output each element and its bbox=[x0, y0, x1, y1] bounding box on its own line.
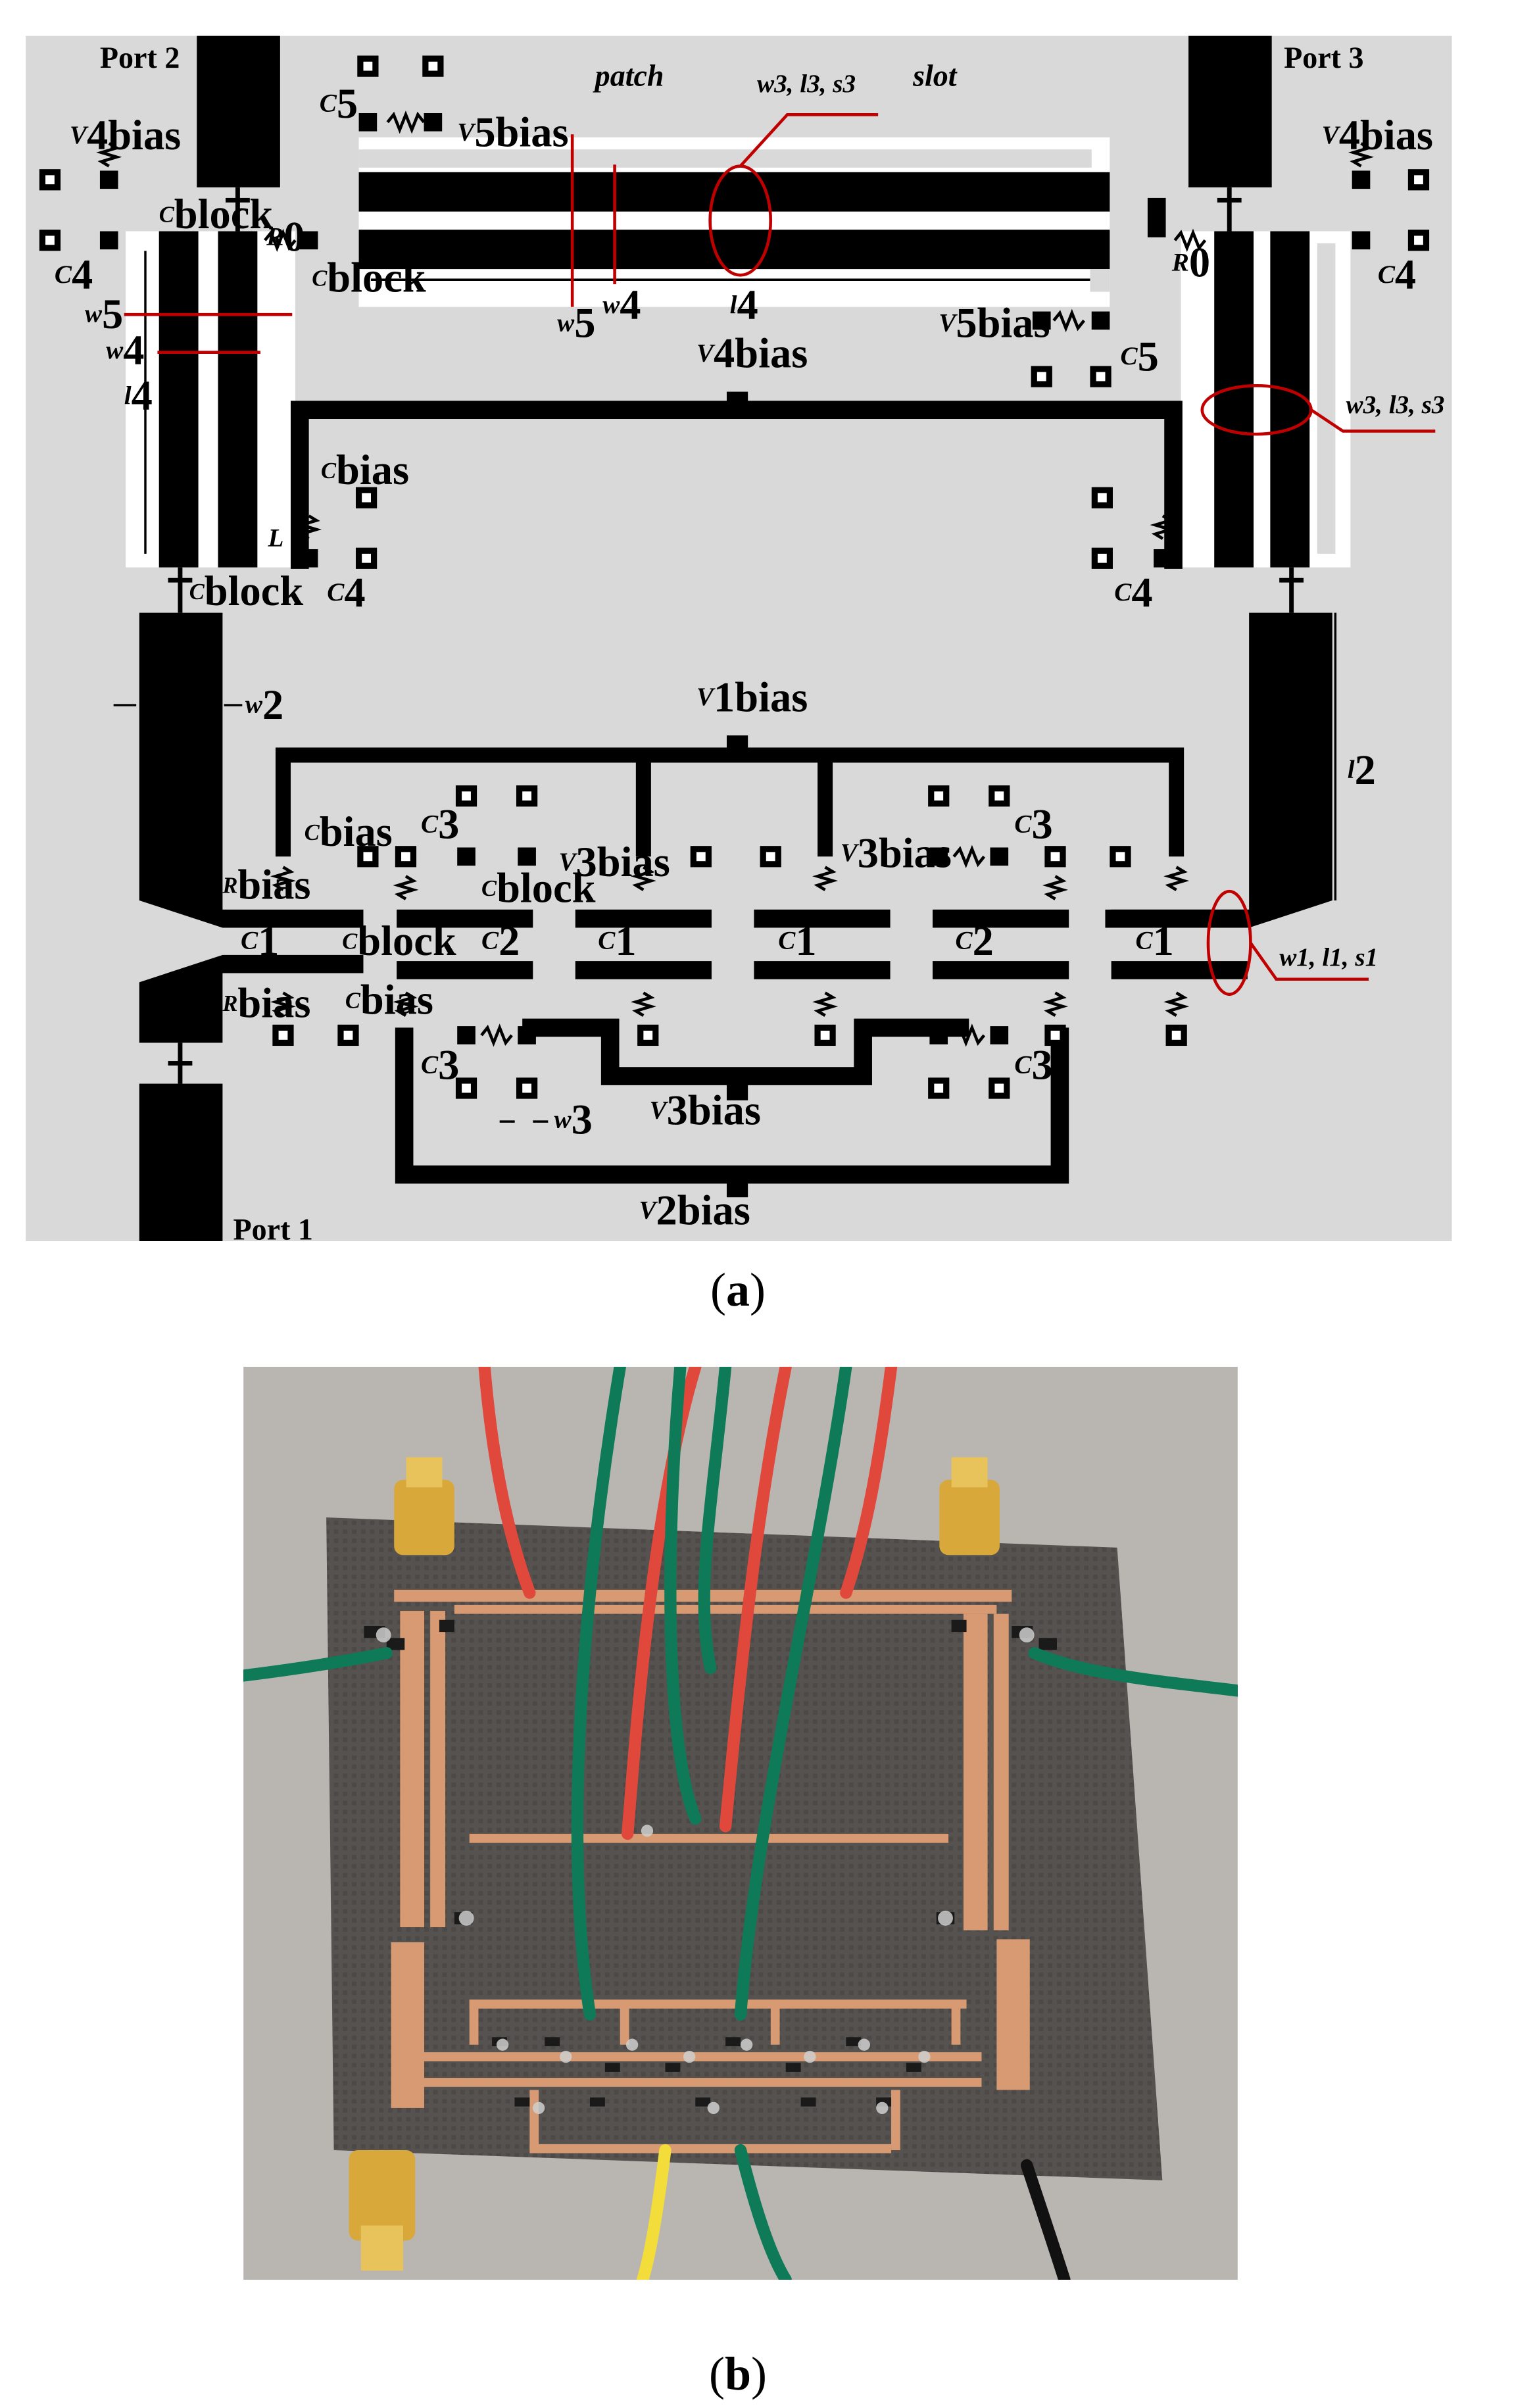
coupled-line-segments bbox=[397, 909, 1248, 979]
port3-feed bbox=[1188, 36, 1272, 187]
svg-text:Cblock: Cblock bbox=[342, 918, 456, 964]
w3-l3-s3-label-top: w3, l3, s3 bbox=[757, 70, 856, 98]
left-taper-upper bbox=[139, 612, 364, 928]
smd-components bbox=[364, 1619, 1057, 2107]
svg-text:C3: C3 bbox=[421, 801, 459, 848]
sma-connectors bbox=[349, 1457, 1000, 2271]
svg-text:V4bias: V4bias bbox=[696, 330, 808, 377]
patch-label: patch bbox=[593, 59, 664, 93]
patch-line-upper bbox=[358, 172, 1110, 212]
svg-text:Cbias: Cbias bbox=[321, 447, 409, 493]
svg-text:Cblock: Cblock bbox=[159, 191, 274, 237]
patch-line-lower bbox=[358, 230, 1110, 270]
svg-text:L: L bbox=[267, 524, 283, 552]
svg-text:V3bias: V3bias bbox=[558, 839, 670, 885]
pcb-photo-b bbox=[243, 1367, 1238, 2280]
w3-l3-s3-label-right: w3, l3, s3 bbox=[1346, 391, 1444, 419]
solder-joints bbox=[376, 1627, 1035, 2115]
layout-diagram-a: Port 2 Port 3 Port 1 patch slot w3, l3, … bbox=[26, 36, 1452, 1246]
svg-text:V3bias: V3bias bbox=[841, 829, 952, 876]
wires bbox=[243, 1367, 1238, 2280]
port1-label: Port 1 bbox=[233, 1213, 313, 1246]
caption-a: (a) bbox=[710, 1264, 766, 1316]
svg-text:Cblock: Cblock bbox=[312, 255, 426, 301]
w1-l1-s1-label: w1, l1, s1 bbox=[1279, 943, 1378, 971]
svg-text:C4: C4 bbox=[327, 569, 365, 616]
port1-feed bbox=[139, 1083, 223, 1241]
svg-text:Cbias: Cbias bbox=[305, 808, 393, 855]
svg-text:w3: w3 bbox=[554, 1096, 593, 1143]
svg-text:V5bias: V5bias bbox=[939, 300, 1050, 347]
red-annotations bbox=[124, 112, 1436, 996]
copper-traces bbox=[391, 1589, 1030, 2153]
left-slot-region bbox=[126, 231, 295, 568]
svg-text:C5: C5 bbox=[1120, 333, 1158, 380]
diagram-labels: Port 2 Port 3 Port 1 patch slot w3, l3, … bbox=[55, 41, 1445, 1246]
svg-text:V2bias: V2bias bbox=[639, 1187, 750, 1234]
svg-text:V5bias: V5bias bbox=[457, 109, 568, 156]
caption-b: (b) bbox=[709, 2347, 768, 2400]
left-taper-lower bbox=[139, 954, 364, 1043]
component-blocks bbox=[99, 112, 1371, 1044]
slot-label: slot bbox=[912, 59, 958, 93]
port2-label: Port 2 bbox=[100, 41, 180, 74]
svg-text:V1bias: V1bias bbox=[696, 674, 808, 720]
right-taper bbox=[1105, 612, 1332, 928]
svg-text:Cblock: Cblock bbox=[189, 568, 304, 614]
svg-text:V4bias: V4bias bbox=[1322, 112, 1433, 159]
dimension-lines bbox=[113, 251, 1337, 1123]
svg-text:V3bias: V3bias bbox=[650, 1087, 761, 1134]
svg-text:w4: w4 bbox=[106, 327, 144, 374]
port2-feed bbox=[197, 36, 280, 187]
svg-text:Cblock: Cblock bbox=[481, 864, 596, 911]
port3-label: Port 3 bbox=[1284, 41, 1363, 74]
svg-text:Cbias: Cbias bbox=[345, 977, 433, 1023]
svg-text:V4bias: V4bias bbox=[70, 112, 181, 159]
resistors bbox=[96, 111, 1375, 1047]
